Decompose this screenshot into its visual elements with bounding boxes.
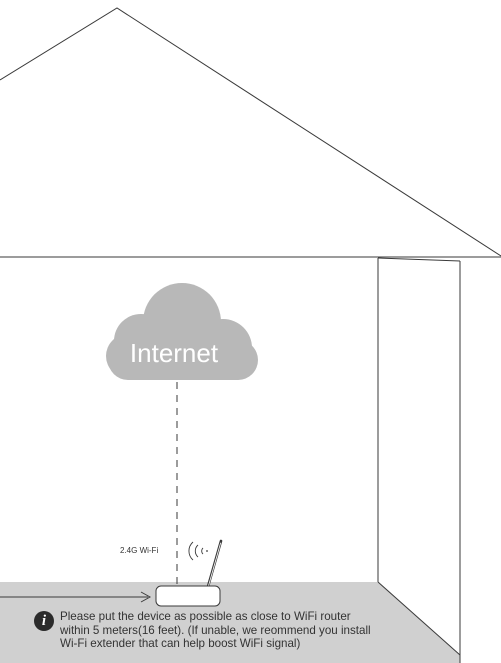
router-body <box>156 586 220 606</box>
internet-cloud: Internet <box>106 283 258 380</box>
wall-top-edge <box>378 258 460 261</box>
placement-note: i Please put the device as possible as c… <box>34 610 474 651</box>
wifi-signal-icon <box>189 542 208 560</box>
placement-note-text: Please put the device as possible as clo… <box>60 610 371 651</box>
roof-outline <box>0 8 501 256</box>
wifi-band-label: 2.4G Wi-Fi <box>120 546 158 555</box>
info-icon: i <box>34 611 54 631</box>
cloud-label: Internet <box>130 338 219 368</box>
